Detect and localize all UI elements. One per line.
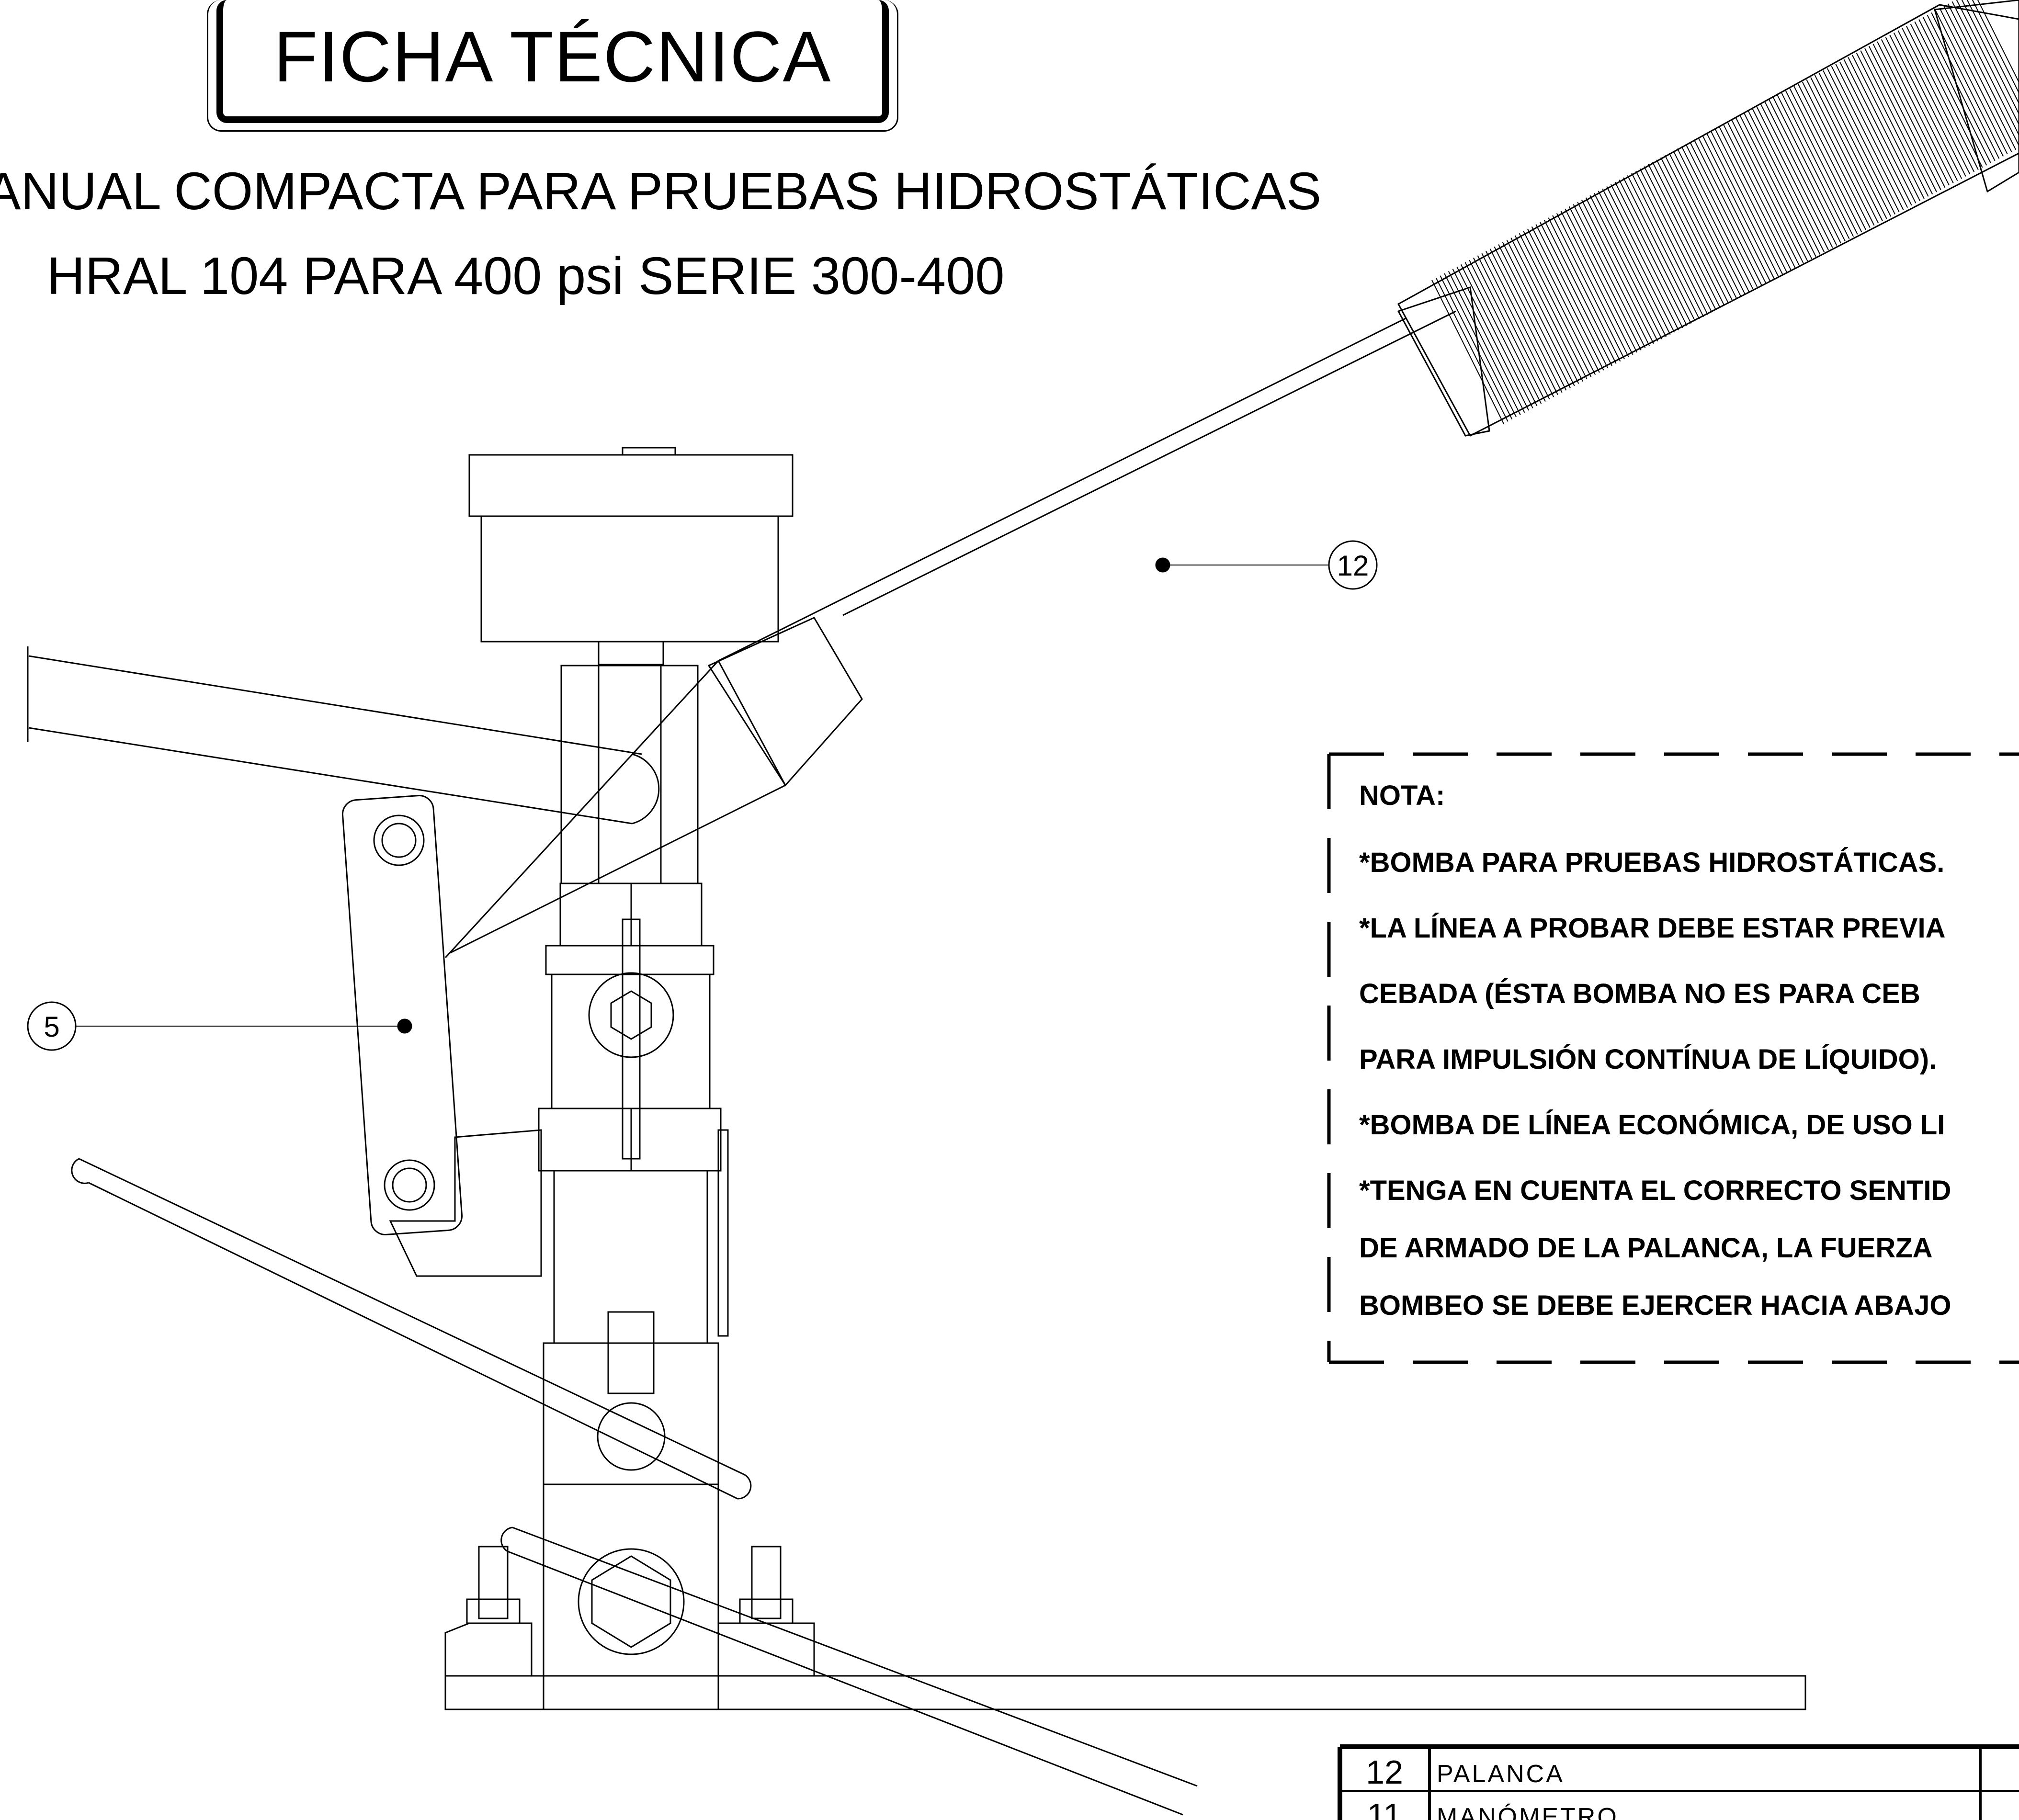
callout-5-label: 5: [44, 1011, 59, 1043]
lower-rods: [71, 1158, 1198, 1816]
parts-row-1-num: 11: [1367, 1797, 1402, 1820]
callout-leaders: [27, 540, 1378, 1051]
nota-line: BOMBEO SE DEBE EJERCER HACIA ABAJO: [1359, 1290, 1951, 1321]
title-frame-outer: [207, 0, 898, 132]
nota-frame: [1327, 752, 2019, 1364]
lever-grip: [1397, 0, 2019, 437]
nota-line: *BOMBA PARA PRUEBAS HIDROSTÁTICAS.: [1359, 847, 1945, 878]
nota-line: *BOMBA DE LÍNEA ECONÓMICA, DE USO LI: [1359, 1109, 1945, 1141]
lever-arm: [444, 286, 1490, 959]
parts-row-1-name: MANÓMETRO: [1437, 1803, 1619, 1820]
pump-bracket: [342, 795, 542, 1277]
pressure-gauge: [468, 447, 794, 666]
parts-row-0-num: 12: [1366, 1753, 1403, 1791]
nota-heading: NOTA:: [1359, 780, 1445, 811]
nota-line: DE ARMADO DE LA PALANCA, LA FUERZA: [1359, 1232, 1933, 1264]
base-plate: [444, 1546, 1806, 1710]
pump-body: [538, 665, 729, 1710]
parts-row-0-name: PALANCA: [1437, 1760, 1565, 1788]
nota-line: *LA LÍNEA A PROBAR DEBE ESTAR PREVIA: [1359, 913, 1946, 944]
nota-block: NOTA: *BOMBA PARA PRUEBAS HIDROSTÁTICAS.…: [1359, 780, 1951, 1322]
parts-table: [1338, 1744, 2019, 1820]
nota-line: *TENGA EN CUENTA EL CORRECTO SENTID: [1359, 1175, 1951, 1206]
grip-ribs: [1431, 0, 2019, 424]
title-frame-inner: [216, 0, 889, 123]
callout-12-label: 12: [1337, 550, 1369, 582]
subtitle-line-2: HRAL 104 PARA 400 psi SERIE 300-400: [47, 247, 1005, 305]
nota-line: CEBADA (ÉSTA BOMBA NO ES PARA CEB: [1359, 978, 1920, 1009]
nota-line: PARA IMPULSIÓN CONTÍNUA DE LÍQUIDO).: [1359, 1044, 1937, 1075]
subtitle-line-1: ANUAL COMPACTA PARA PRUEBAS HIDROSTÁTICA…: [0, 162, 1322, 221]
upper-handle-rod: [27, 646, 660, 825]
title-frame: FICHA TÉCNICA: [207, 0, 898, 132]
page-title: FICHA TÉCNICA: [273, 16, 832, 97]
